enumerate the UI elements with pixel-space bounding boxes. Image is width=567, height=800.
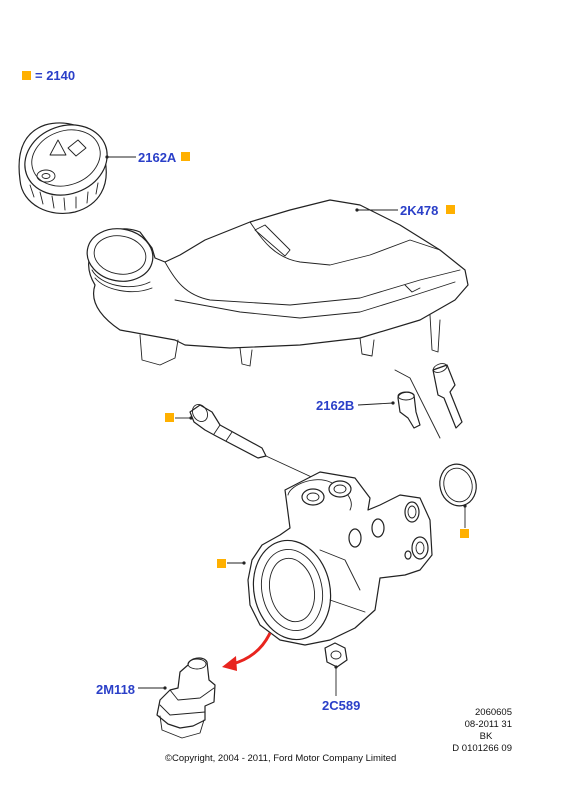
housing-marker <box>217 559 226 568</box>
callout-cap: 2162A <box>138 150 177 165</box>
o-ring-seal <box>439 463 477 507</box>
copyright: ©Copyright, 2004 - 2011, Ford Motor Comp… <box>165 753 396 764</box>
hose-connector-2162b <box>394 369 441 439</box>
footer-line-4: D 0101266 09 <box>452 743 512 754</box>
coolant-reservoir <box>86 199 469 367</box>
reservoir-cap <box>18 122 108 214</box>
assembly-arrow <box>222 632 272 671</box>
callout-nut: 2C589 <box>322 698 360 713</box>
callout-connector: 2162B <box>316 398 354 413</box>
footer-line-2: 08-2011 31 <box>465 719 512 730</box>
hex-nut <box>324 642 348 668</box>
bleed-screw-marker <box>165 413 174 422</box>
outlet-connector <box>432 363 463 429</box>
callout-reservoir: 2K478 <box>400 203 438 218</box>
thermostat-housing <box>247 471 433 646</box>
bleed-screw <box>189 404 267 459</box>
callout-switch: 2M118 <box>96 682 135 697</box>
o-ring-marker <box>460 529 469 538</box>
footer-line-3: BK <box>480 731 493 742</box>
legend-text: = 2140 <box>35 68 75 83</box>
callout-cap-marker <box>181 152 190 161</box>
legend-marker <box>22 71 31 80</box>
callout-reservoir-marker <box>446 205 455 214</box>
footer-line-1: 2060605 <box>475 707 512 718</box>
temperature-switch <box>156 657 216 739</box>
